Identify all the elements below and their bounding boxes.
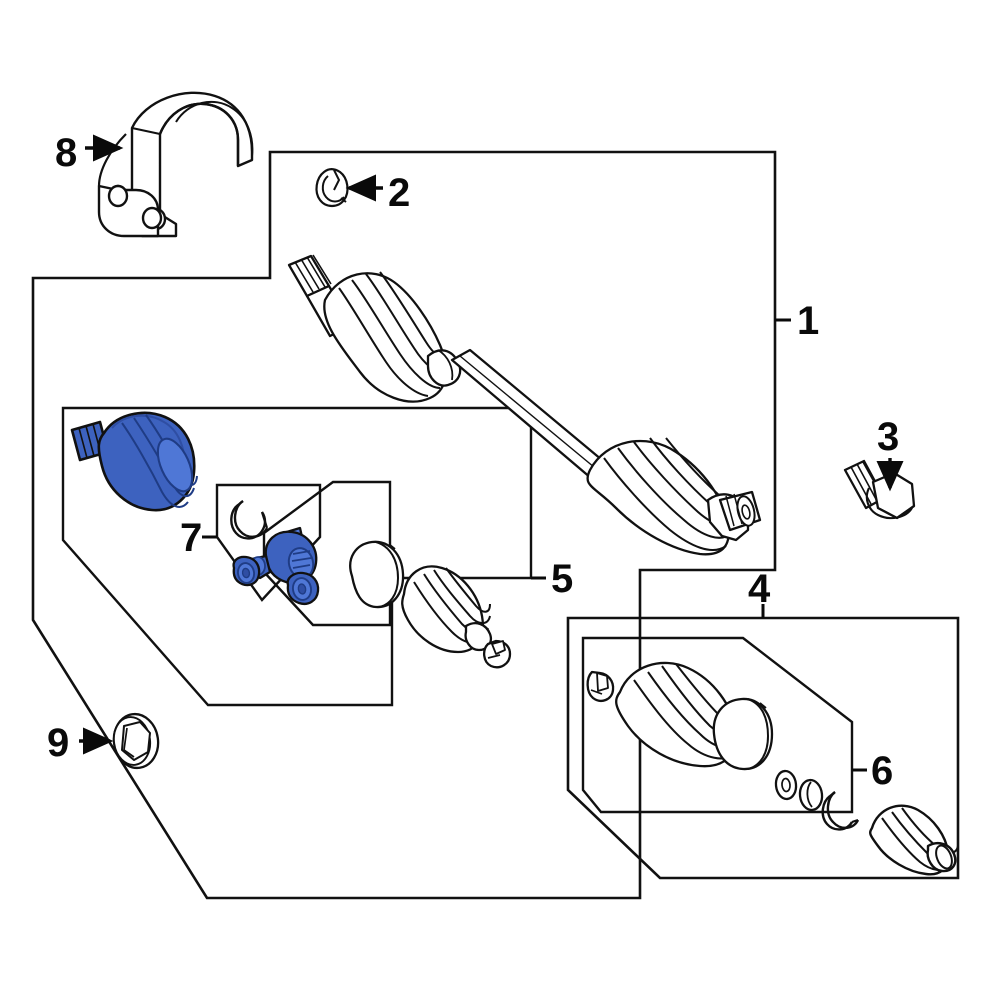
- part-heat-shield-bracket: [97, 91, 254, 238]
- callout-numbers: 1 2 3 4 5 6 7 8 9: [47, 131, 899, 793]
- callout-number-1: 1: [797, 299, 819, 343]
- inner-boot-clamp: [483, 639, 512, 669]
- callout-number-6: 6: [871, 749, 893, 793]
- tripod-snap-ring: [230, 500, 269, 540]
- box-outline-5: [61, 406, 533, 707]
- callout-number-8: 8: [55, 131, 77, 175]
- callout-arrows: [79, 134, 904, 755]
- part-circlip-snap-ring: [315, 167, 349, 208]
- bolt-flange: [865, 487, 913, 520]
- callout-number-9: 9: [47, 721, 69, 765]
- part-hex-nut: [112, 712, 160, 770]
- part-tripod-roller-bearing-set: [230, 500, 320, 605]
- callout-number-4: 4: [748, 567, 771, 611]
- box-outline-4: [566, 616, 960, 880]
- outer-snap-ring: [821, 791, 860, 831]
- callout-number-2: 2: [388, 171, 410, 215]
- tripod-roller-lower: [286, 571, 320, 605]
- tripod-roller-left: [232, 555, 261, 587]
- callout-leaders: [202, 318, 867, 772]
- outer-boot-clamp: [586, 670, 615, 702]
- part-inner-boot-and-clamp: [349, 540, 512, 669]
- part-inner-cv-joint-housing: [70, 411, 198, 512]
- part-outer-cv-joint: [869, 804, 959, 876]
- callout-number-3: 3: [877, 415, 899, 459]
- box-outline-6: [581, 636, 854, 814]
- inner-boot-cap: [349, 540, 405, 609]
- outer-ring-b: [798, 778, 824, 812]
- outer-boot-cap: [712, 697, 774, 771]
- box-outline-1: [31, 150, 777, 900]
- part-outer-boot-kit: [586, 661, 860, 831]
- callout-number-7: 7: [180, 516, 202, 560]
- part-drive-axle-shaft-assembly: [287, 254, 762, 556]
- callout-number-5: 5: [551, 557, 573, 601]
